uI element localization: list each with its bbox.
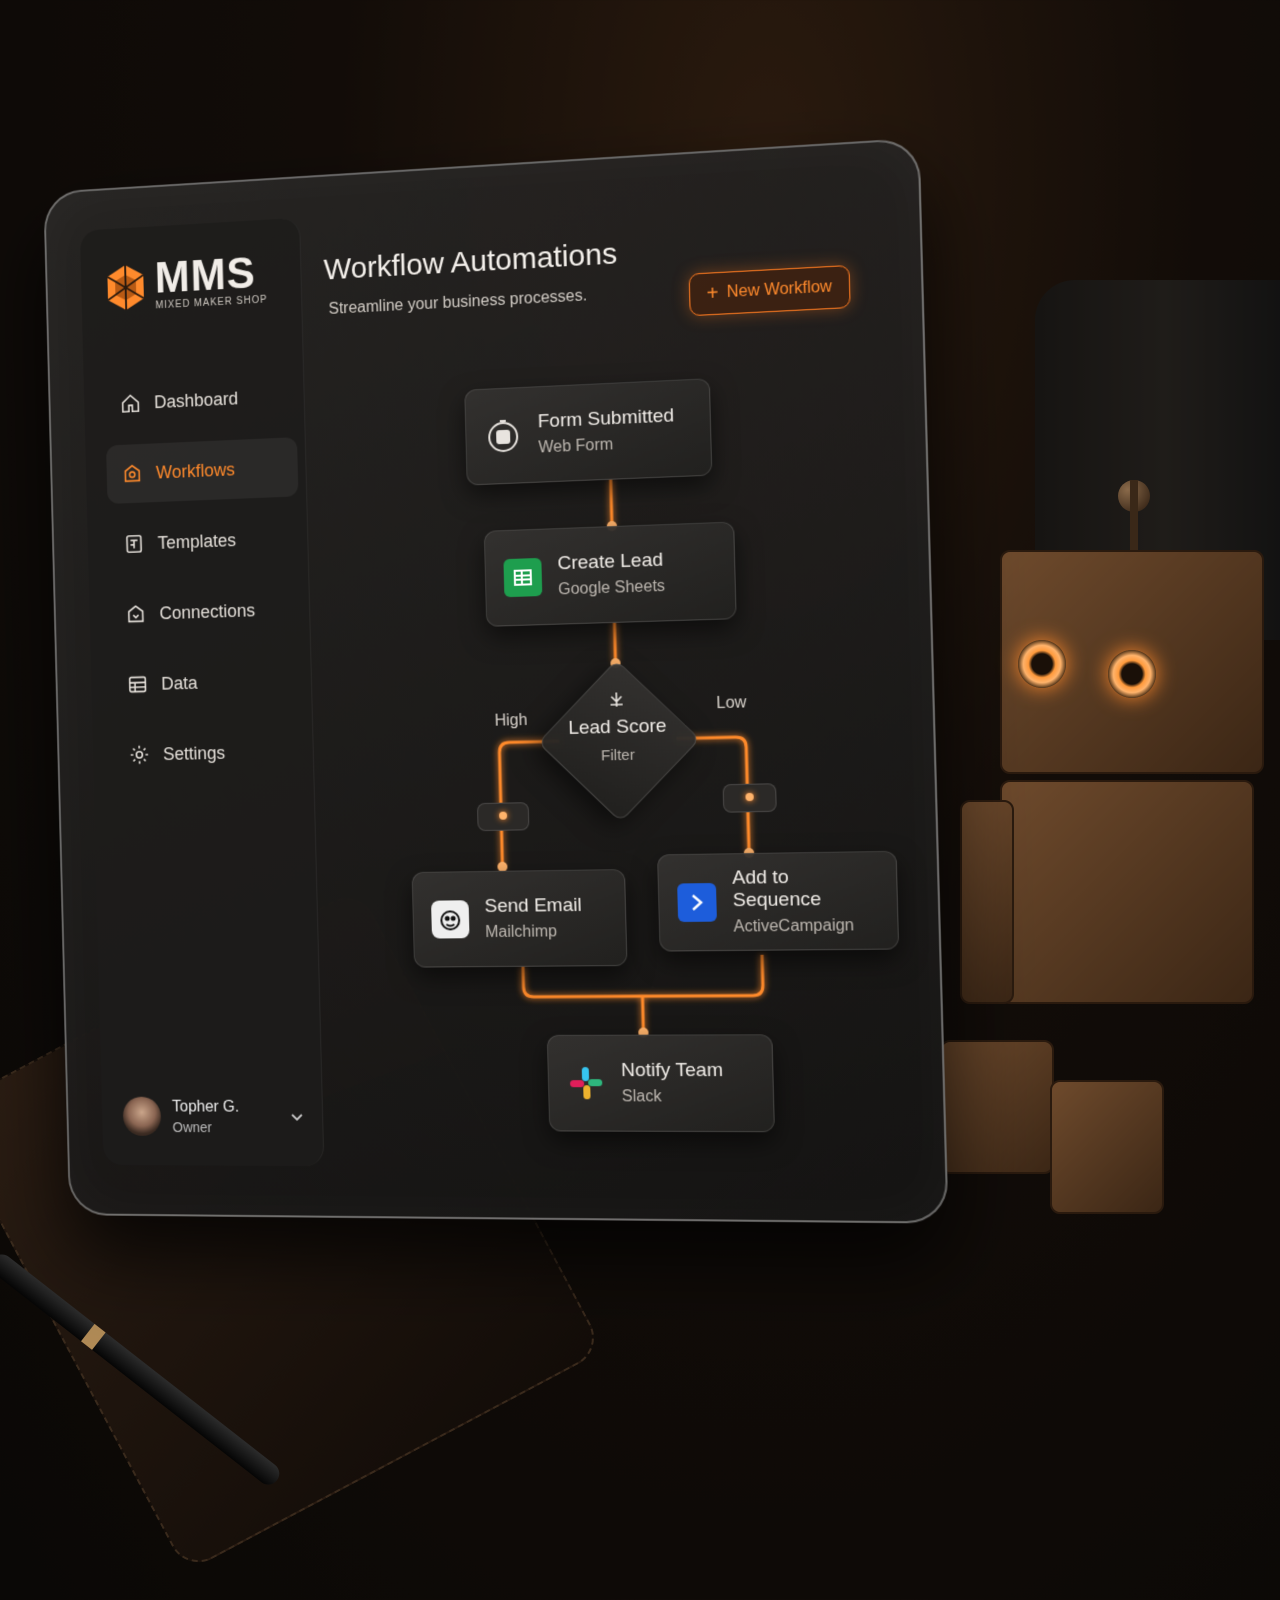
- branch-connector-high[interactable]: [476, 802, 530, 832]
- branch-label-low: Low: [716, 694, 747, 713]
- robot-left-arm: [960, 800, 1014, 1004]
- sidebar: MMS MIXED MAKER SHOP Dashboard Workflows: [79, 217, 325, 1167]
- workflow-connectors: [45, 140, 946, 1222]
- node-source: Slack: [621, 1088, 662, 1106]
- node-title: Send Email: [484, 894, 582, 918]
- glass-tablet: MMS MIXED MAKER SHOP Dashboard Workflows: [43, 137, 949, 1224]
- form-icon: [484, 416, 523, 456]
- node-source: Mailchimp: [485, 923, 558, 942]
- mailchimp-icon: [431, 900, 470, 939]
- workflow-node-send-email[interactable]: Send Email Mailchimp: [411, 869, 628, 968]
- branch-connector-low[interactable]: [722, 783, 777, 813]
- node-source: Google Sheets: [557, 577, 666, 599]
- branch-label-high: High: [494, 711, 528, 730]
- logo-mark-icon: [103, 261, 148, 312]
- robot-body: [1000, 780, 1254, 1004]
- filter-label-group: Lead Score Filter: [536, 691, 700, 765]
- node-title: Form Submitted: [537, 405, 675, 433]
- workflow-node-notify-team[interactable]: Notify Team Slack: [546, 1034, 775, 1133]
- robot-right-eye: [1108, 650, 1156, 698]
- node-source: Web Form: [538, 436, 614, 457]
- workflow-canvas: Form Submitted Web Form Create Lead Goog…: [45, 140, 946, 1222]
- node-title: Notify Team: [620, 1059, 724, 1082]
- workflow-node-create-lead[interactable]: Create Lead Google Sheets: [483, 521, 737, 627]
- filter-icon: [606, 689, 627, 710]
- google-sheets-icon: [503, 557, 543, 598]
- node-source: Filter: [600, 746, 636, 765]
- activecampaign-icon: [677, 882, 717, 923]
- robot-figure: [940, 480, 1280, 1240]
- workflow-node-add-to-sequence[interactable]: Add to Sequence ActiveCampaign: [657, 850, 900, 952]
- robot-right-foot: [1050, 1080, 1164, 1214]
- robot-left-foot: [940, 1040, 1054, 1174]
- node-title: Add to Sequence: [731, 866, 822, 912]
- brand-logo[interactable]: MMS MIXED MAKER SHOP: [103, 249, 268, 314]
- node-source: ActiveCampaign: [733, 917, 855, 936]
- robot-antenna: [1130, 480, 1138, 550]
- slack-icon: [567, 1064, 606, 1102]
- workflow-node-trigger[interactable]: Form Submitted Web Form: [464, 378, 713, 486]
- node-title: Lead Score: [567, 715, 667, 740]
- node-title: Create Lead: [557, 549, 664, 575]
- robot-left-eye: [1018, 640, 1066, 688]
